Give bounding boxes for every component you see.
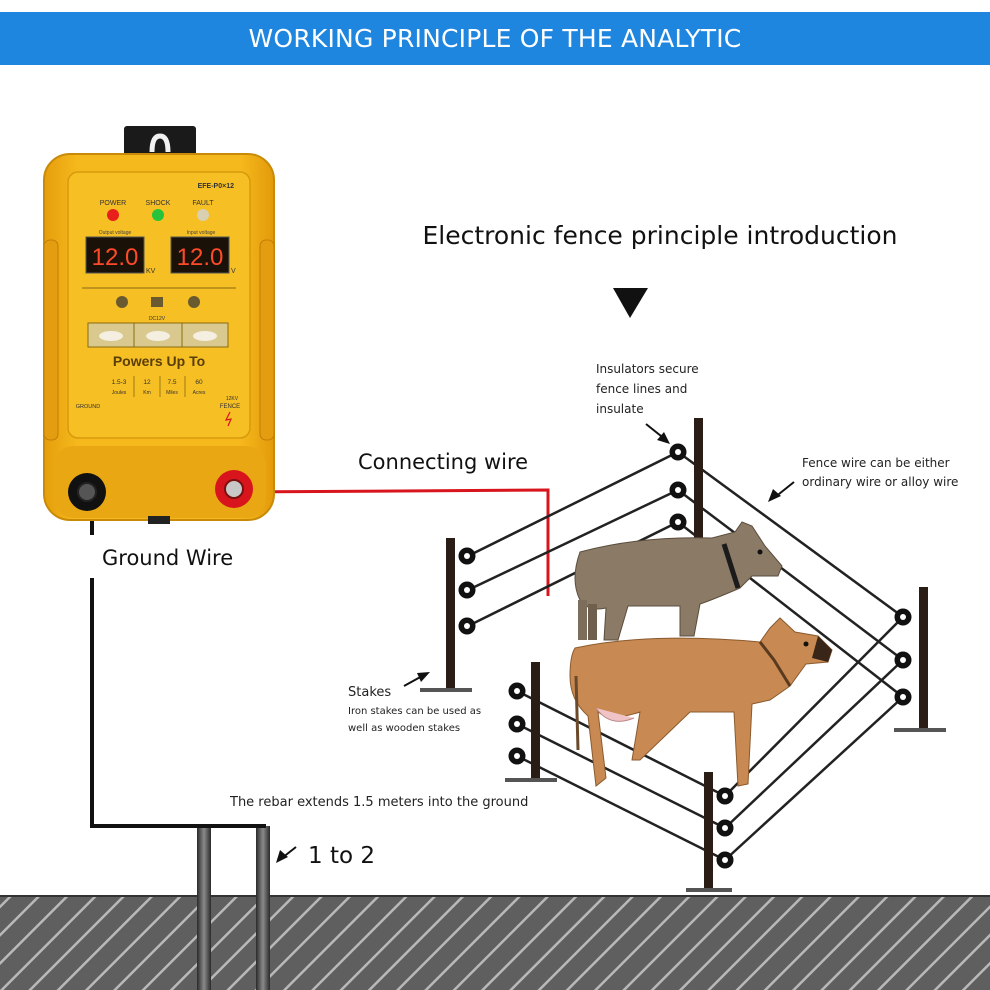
triangle-down-arrow-icon [613,288,648,318]
fence-voltage-label: 12KV [226,396,239,402]
ground-hatch [0,896,990,990]
pointer-arrow-icon [403,672,430,687]
stakes-note-line-1: Iron stakes can be used as [348,706,481,717]
spec-miles-value: 7.5 [167,379,176,386]
title-banner: WORKING PRINCIPLE OF THE ANALYTIC [0,12,990,65]
device-model: EFE-P0×12 [198,183,234,190]
spec-km-value: 12 [143,379,151,386]
powers-up-to: Powers Up To [113,353,205,369]
cow-back [574,521,783,641]
ground-wire-label: Ground Wire [102,546,233,570]
ground-terminal-label: GROUND [76,404,100,410]
dc-label: DC12V [149,316,166,322]
insulators-label-line-3: insulate [596,402,644,416]
stakes-note-line-2: well as wooden stakes [348,723,460,734]
indicator-power-label: POWER [100,200,126,207]
led-fault [197,209,209,221]
pointer-arrow-icon [276,846,297,863]
display-input-unit: V [231,268,236,275]
rebar-label: The rebar extends 1.5 meters into the gr… [229,795,528,810]
spec-km-unit: Km [143,390,151,396]
stakes-label: Stakes [348,685,391,700]
indicator-shock-label: SHOCK [146,200,171,207]
energizer-device: EFE-P0×12 POWER SHOCK FAULT Output volta… [43,126,275,524]
fence [420,418,946,892]
display-input-label: Input voltage [187,230,216,236]
diagram-heading: Electronic fence principle introduction [422,221,897,250]
connecting-wire-label: Connecting wire [358,450,528,474]
spec-acres-unit: Acres [193,390,206,396]
spec-miles-unit: Miles [166,390,178,396]
pointer-arrow-icon [645,423,670,444]
fence-terminal-label: FENCE [220,404,240,410]
fence-wire-label-line-1: Fence wire can be either [802,456,950,470]
ground-rod-right [256,826,270,990]
indicator-fault-label: FAULT [192,200,214,207]
insulators-label-line-2: fence lines and [596,382,687,396]
spec-joules-unit: Joules [112,390,127,396]
cow-front [569,617,833,787]
display-output-unit: KV [146,268,156,275]
banner-title: WORKING PRINCIPLE OF THE ANALYTIC [248,24,742,53]
display-input-value: 12.0 [177,244,224,271]
ground-rod-left [197,826,211,990]
ratio-label: 1 to 2 [308,843,375,869]
led-shock [152,209,164,221]
connecting-wire [237,488,550,596]
spec-acres-value: 60 [195,379,203,386]
led-power [107,209,119,221]
display-output-label: Output voltage [99,230,132,236]
cow-illustration [569,521,833,787]
insulators-label-line-1: Insulators secure [596,362,699,376]
pointer-arrow-icon [768,481,795,502]
display-output-value: 12.0 [92,244,139,271]
spec-joules-value: 1.5-3 [112,379,127,386]
fence-wire-label-line-2: ordinary wire or alloy wire [802,475,958,489]
